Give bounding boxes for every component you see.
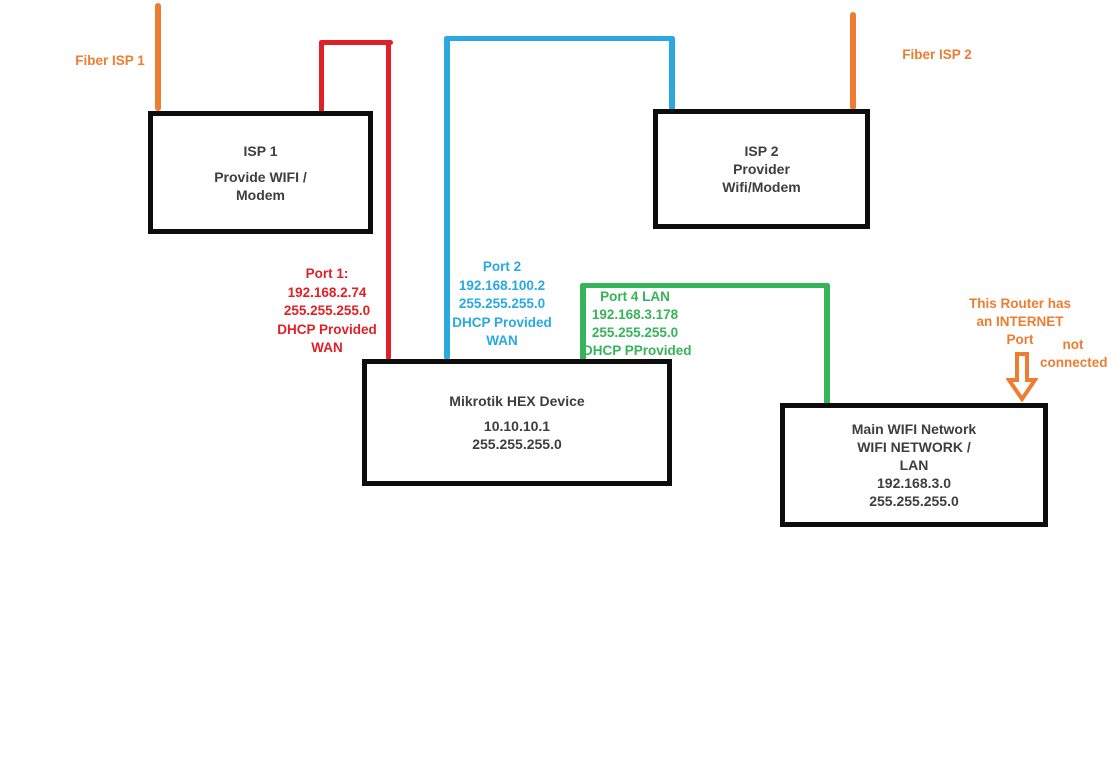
port4-netmask: 255.255.255.0	[591, 325, 679, 340]
main-wifi-line3: LAN	[899, 457, 929, 473]
port2-role: WAN	[486, 333, 518, 348]
port1-dhcp: DHCP Provided	[277, 321, 377, 337]
main-wifi-network-ip: 192.168.3.0	[877, 475, 951, 491]
green-path-top-segment	[580, 283, 830, 288]
main-wifi-title: Main WIFI Network	[851, 421, 977, 437]
port2-ip: 192.168.100.2	[458, 277, 546, 293]
router-note-line1: This Router has	[968, 296, 1071, 311]
red-path-down-segment	[386, 40, 391, 360]
not-connected-line2: connected	[1040, 355, 1108, 370]
isp2-box: ISP 2 Provider Wifi/Modem	[653, 109, 870, 229]
mikrotik-title: Mikrotik HEX Device	[449, 393, 585, 409]
mikrotik-box: Mikrotik HEX Device 10.10.10.1 255.255.2…	[362, 359, 672, 486]
port2-annotation: Port 2 192.168.100.2 255.255.255.0 DHCP …	[447, 258, 557, 351]
port2-netmask: 255.255.255.0	[458, 296, 546, 311]
not-connected-line1: not	[1062, 337, 1084, 352]
port2-title: Port 2	[482, 259, 522, 274]
main-wifi-box: Main WIFI Network WIFI NETWORK / LAN 192…	[780, 403, 1048, 527]
isp1-subtitle-line1: Provide WIFI /	[214, 168, 307, 185]
mikrotik-ip: 10.10.10.1	[483, 418, 551, 434]
port4-dhcp: DHCP PProvided	[583, 343, 692, 358]
red-path-top-segment	[319, 40, 393, 45]
port1-annotation: Port 1: 192.168.2.74 255.255.255.0 DHCP …	[272, 265, 382, 358]
router-note-line3: Port	[1006, 332, 1034, 347]
blue-path-down-segment	[444, 36, 450, 360]
red-path-up-segment	[319, 40, 324, 113]
down-arrow-icon	[1005, 352, 1039, 407]
isp1-box: ISP 1 Provide WIFI / Modem	[148, 111, 373, 234]
isp1-subtitle-line2: Modem	[236, 186, 285, 203]
port2-dhcp: DHCP Provided	[452, 314, 552, 330]
router-note-annotation: This Router has an INTERNET Port	[967, 295, 1073, 349]
green-path-left-segment	[580, 283, 586, 361]
mikrotik-netmask: 255.255.255.0	[472, 436, 562, 452]
fiber-isp2-line	[850, 12, 856, 110]
isp2-subtitle-line2: Wifi/Modem	[722, 179, 801, 195]
isp2-title: ISP 2	[744, 143, 779, 159]
port4-ip: 192.168.3.178	[591, 307, 679, 322]
main-wifi-netmask: 255.255.255.0	[869, 493, 959, 509]
port4-annotation: Port 4 LAN 192.168.3.178 255.255.255.0 D…	[583, 288, 692, 360]
main-wifi-line2: WIFI NETWORK /	[857, 439, 971, 455]
isp1-title: ISP 1	[243, 142, 278, 159]
port1-ip: 192.168.2.74	[287, 284, 367, 300]
fiber-isp2-label: Fiber ISP 2	[902, 47, 972, 62]
not-connected-annotation: not connected	[1040, 336, 1108, 372]
blue-path-top-segment	[444, 36, 675, 41]
green-path-right-segment	[824, 283, 830, 405]
port4-title: Port 4 LAN	[600, 289, 670, 304]
blue-path-right-segment	[669, 36, 675, 112]
router-note-line2: an INTERNET	[976, 314, 1064, 329]
fiber-isp1-line	[155, 3, 161, 111]
port1-netmask: 255.255.255.0	[283, 303, 371, 318]
fiber-isp1-label: Fiber ISP 1	[75, 53, 145, 68]
port1-role: WAN	[311, 340, 343, 355]
isp2-subtitle-line1: Provider	[733, 161, 790, 177]
port1-title: Port 1:	[305, 266, 349, 281]
